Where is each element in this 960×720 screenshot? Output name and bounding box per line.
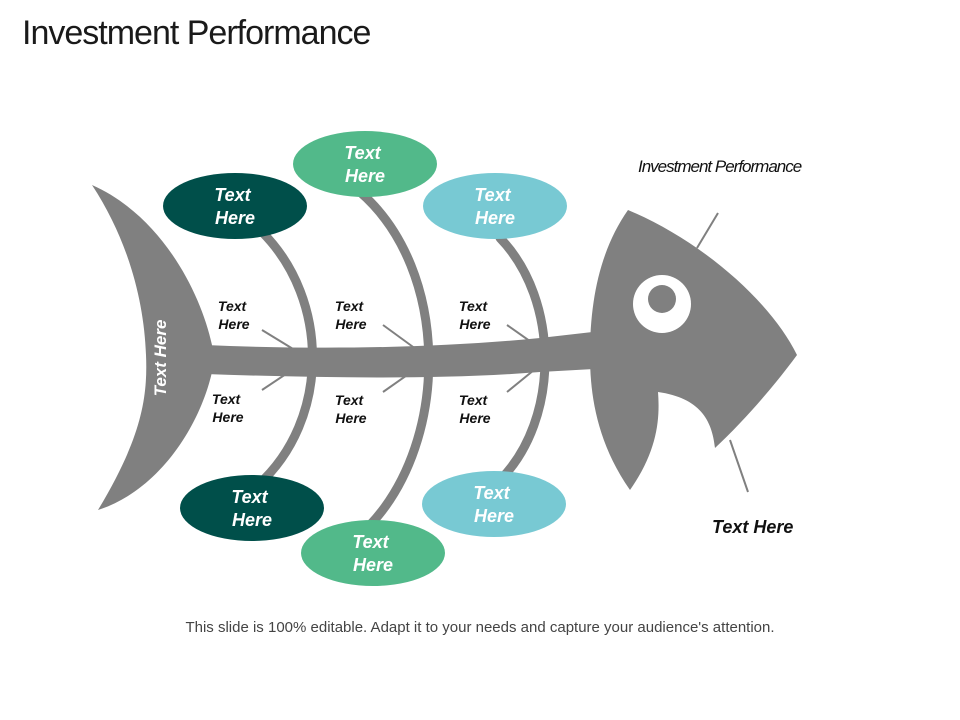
svg-text:Text Here: Text Here [231, 487, 272, 530]
svg-text:Text Here: Text Here [335, 298, 367, 332]
lower-label-2-line1: Text [335, 392, 365, 408]
top-oval-1 [163, 173, 307, 239]
upper-label-1-line2: Here [218, 316, 249, 332]
connector-line [261, 365, 299, 391]
upper-label-2-line1: Text [335, 298, 365, 314]
bottom-oval-3-line2: Here [474, 506, 514, 526]
fish-tail [92, 185, 212, 510]
bottom-oval-2-line2: Here [353, 555, 393, 575]
bottom-oval-2 [301, 520, 445, 586]
svg-text:Text Here: Text Here [344, 143, 385, 186]
top-oval-2-line2: Here [345, 166, 385, 186]
svg-text:Text Here: Text Here [214, 185, 255, 228]
rib-1 [253, 227, 317, 490]
top-oval-3 [423, 173, 567, 239]
top-oval-2 [293, 131, 437, 197]
upper-label-3-line2: Here [459, 316, 490, 332]
upper-label-2-line2: Here [335, 316, 366, 332]
footer-note: This slide is 100% editable. Adapt it to… [185, 619, 775, 636]
svg-text:Text Here: Text Here [335, 392, 367, 426]
head-label-bottom: Text Here [712, 517, 793, 537]
head-callout-line-bottom [729, 439, 749, 493]
tail-label: Text Here [151, 320, 170, 397]
top-oval-1-line1: Text [214, 185, 251, 205]
bottom-oval-1-line2: Here [232, 510, 272, 530]
fish-pupil [648, 285, 676, 313]
rib-2 [355, 187, 434, 530]
upper-label-3-line1: Text [459, 298, 489, 314]
bottom-oval-1 [180, 475, 324, 541]
top-oval-1-line2: Here [215, 208, 255, 228]
svg-text:Text Here: Text Here [474, 185, 515, 228]
head-callout-line-top [696, 212, 719, 249]
top-oval-2-line1: Text [344, 143, 381, 163]
svg-text:Text Here: Text Here [352, 532, 393, 575]
upper-label-1-line1: Text [218, 298, 248, 314]
connector-line [261, 329, 299, 353]
top-oval-3-line2: Here [475, 208, 515, 228]
bottom-oval-2-line1: Text [352, 532, 389, 552]
connector-line [382, 365, 421, 393]
svg-text:Text Here: Text Here [473, 483, 514, 526]
lower-label-2-line2: Here [335, 410, 366, 426]
connector-line [382, 324, 421, 353]
lower-label-3-line1: Text [459, 392, 489, 408]
fish-head [590, 210, 797, 490]
svg-text:Text Here: Text Here [212, 391, 244, 425]
svg-text:Text Here: Text Here [218, 298, 250, 332]
lower-label-3-line2: Here [459, 410, 490, 426]
bottom-oval-3 [422, 471, 566, 537]
connector-line [506, 369, 535, 393]
bottom-oval-3-line1: Text [473, 483, 510, 503]
head-label-top: Investment Performance [638, 157, 802, 176]
svg-text:Text Here: Text Here [459, 298, 491, 332]
page-title: Investment Performance [22, 14, 371, 52]
top-oval-3-line1: Text [474, 185, 511, 205]
bottom-oval-1-line1: Text [231, 487, 268, 507]
lower-label-1-line1: Text [212, 391, 242, 407]
fish-spine [205, 330, 612, 378]
svg-text:Text Here: Text Here [459, 392, 491, 426]
rib-3 [495, 233, 550, 485]
connector-line [506, 324, 535, 345]
lower-label-1-line2: Here [212, 409, 243, 425]
